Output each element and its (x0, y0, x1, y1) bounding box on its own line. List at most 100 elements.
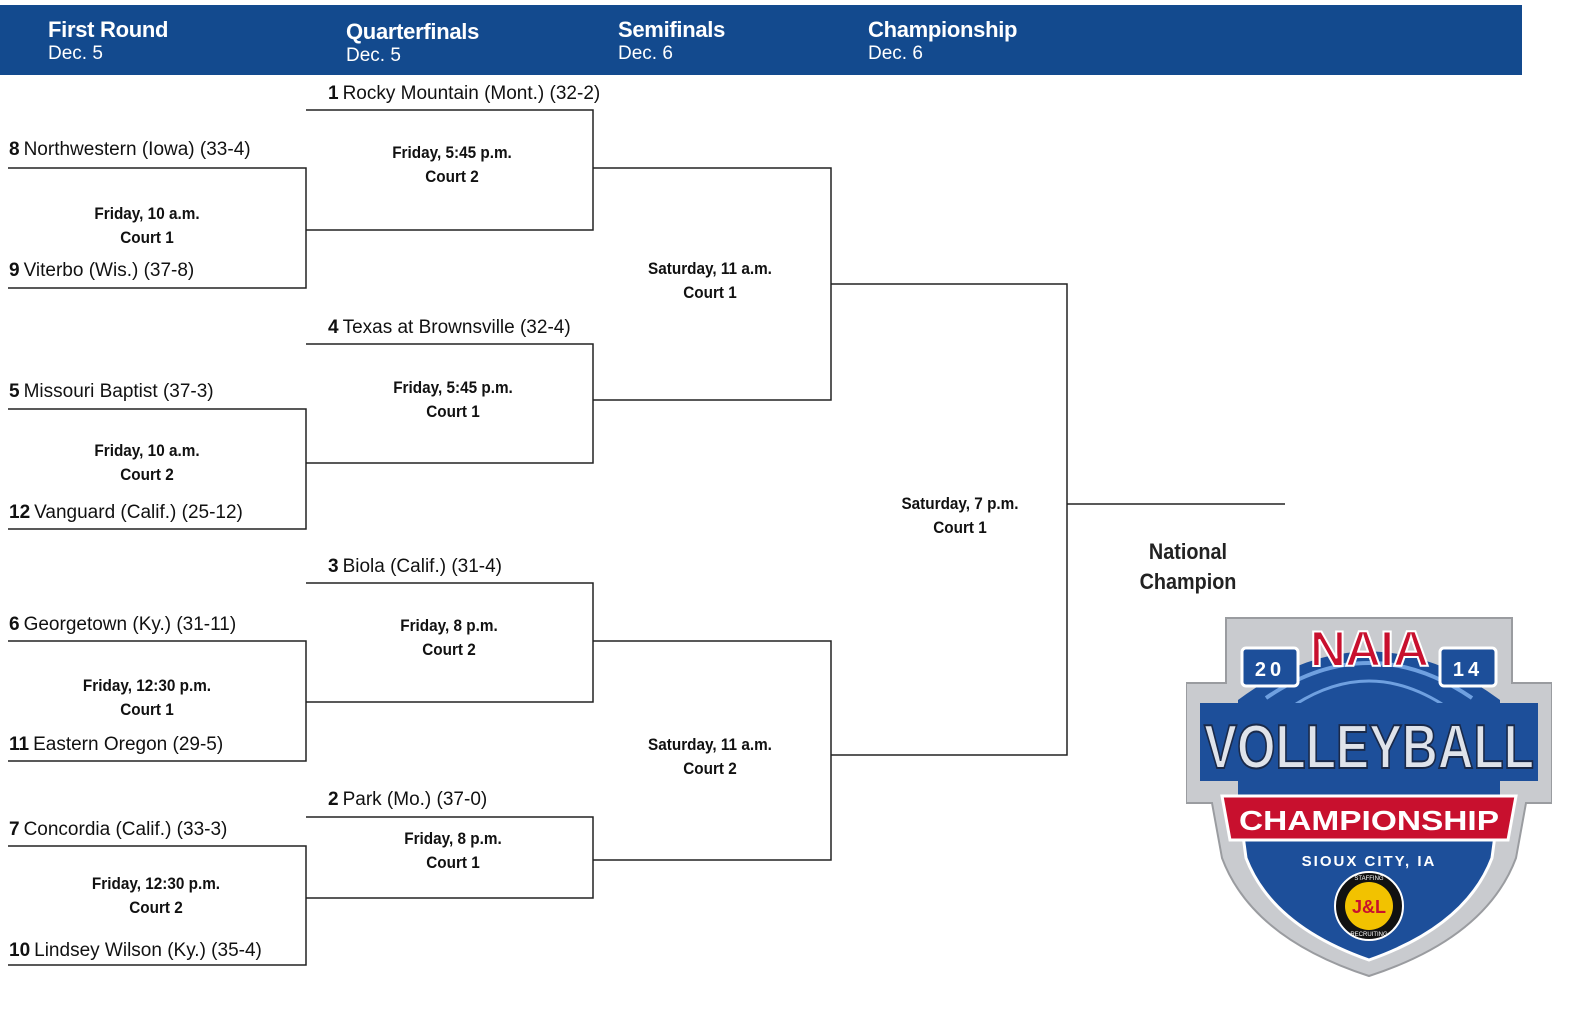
round-date: Dec. 5 (48, 43, 103, 64)
match-time: Friday, 5:45 p.m. (392, 143, 512, 162)
logo-volleyball-text: VOLLEYBALL (1204, 713, 1534, 782)
round-header-first: First Round Dec. 5 (48, 17, 168, 65)
team-seed: 5 (9, 381, 20, 402)
round-header-quarterfinals: Quarterfinals Dec. 5 (346, 19, 479, 67)
logo-year-tab (1240, 646, 1300, 688)
match-time: Friday, 8 p.m. (404, 829, 502, 848)
match-court: Court 2 (120, 465, 174, 484)
logo-sponsor-letters: J&L (1352, 897, 1386, 917)
team-name: Texas at Brownsville (32-4) (342, 317, 571, 338)
logo-year-left: 20 (1255, 659, 1285, 681)
team-seed: 4 (328, 317, 339, 338)
match-court: Court 1 (120, 700, 174, 719)
bracket-line (306, 582, 594, 703)
match-info: Friday, 8 p.m.Court 2 (359, 614, 539, 662)
team-name: Concordia (Calif.) (33-3) (23, 819, 228, 840)
logo-dome-arc (1295, 679, 1443, 706)
bracket-line (593, 640, 832, 861)
logo-naia-text: NAIA (1310, 621, 1428, 677)
match-time: Friday, 12:30 p.m. (91, 874, 221, 893)
round-date: Dec. 5 (346, 45, 401, 66)
logo-location-text: SIOUX CITY, IA (1302, 853, 1437, 870)
team-name: Northwestern (Iowa) (33-4) (23, 139, 251, 160)
round-title: Quarterfinals (346, 19, 480, 44)
bracket-line (306, 343, 594, 464)
match-court: Court 2 (683, 759, 737, 778)
match-info: Friday, 12:30 p.m. Court 2 (66, 872, 246, 920)
round-title: Championship (868, 17, 1018, 42)
logo-banner-text: CHAMPIONSHIP (1239, 805, 1499, 836)
team-name: Park (Mo.) (37-0) (342, 789, 488, 810)
logo-year-tab (1438, 646, 1498, 688)
match-info: Friday, 5:45 p.m.Court 1 (363, 376, 543, 424)
match-info: Friday, 8 p.m. Court 1 (363, 827, 543, 875)
match-court: Court 1 (683, 283, 737, 302)
team-seed: 2 (328, 789, 339, 810)
match-time: Friday, 10 a.m. (94, 204, 200, 223)
match-court: Court 2 (422, 640, 476, 659)
bracket-line (8, 408, 307, 530)
match-time: Friday, 5:45 p.m. (393, 378, 513, 397)
team-name: Georgetown (Ky.) (31-11) (23, 614, 237, 635)
round-title: First Round (48, 17, 169, 42)
bracket-line (306, 816, 594, 899)
team-seed: 6 (9, 614, 20, 635)
champion-label-line: National (1148, 539, 1228, 564)
round-header-semifinals: Semifinals Dec. 6 (618, 17, 725, 65)
logo-year-right: 14 (1453, 659, 1483, 681)
round-header-championship: Championship Dec. 6 (868, 17, 1017, 65)
naia-volleyball-championship-logo: 20 14 NAIA VOLLEYBALL CHAMPIONSHIP SIOUX… (1186, 617, 1552, 978)
team-seed: 1 (328, 83, 339, 104)
match-time: Friday, 12:30 p.m. (82, 676, 212, 695)
team-name: Missouri Baptist (37-3) (23, 381, 214, 402)
team-seed: 9 (9, 260, 20, 281)
match-info: Saturday, 11 a.m. Court 1 (620, 257, 800, 305)
round-date: Dec. 6 (618, 43, 673, 64)
team-name: Viterbo (Wis.) (37-8) (23, 260, 195, 281)
team-seed: 12 (9, 502, 31, 523)
match-court: Court 1 (120, 228, 174, 247)
bracket-line (8, 640, 307, 762)
logo-banner (1220, 794, 1518, 842)
match-info: Friday, 10 a.m. Court 1 (57, 202, 237, 250)
round-date: Dec. 6 (868, 43, 923, 64)
bracket-line (8, 845, 307, 966)
match-time: Saturday, 11 a.m. (648, 735, 772, 754)
team-seed: 10 (9, 940, 31, 961)
team-seed: 11 (9, 734, 30, 755)
team-name: Lindsey Wilson (Ky.) (35-4) (34, 940, 262, 961)
national-champion-label: National Champion (1125, 537, 1251, 597)
match-court: Court 2 (129, 898, 183, 917)
round-title: Semifinals (618, 17, 726, 42)
match-info: Saturday, 11 a.m. Court 2 (620, 733, 800, 781)
match-court: Court 1 (933, 518, 987, 537)
team-name: Biola (Calif.) (31-4) (342, 556, 503, 577)
match-info: Friday, 10 a.m.Court 2 (57, 439, 237, 487)
match-time: Saturday, 7 p.m. (901, 494, 1019, 513)
match-time: Saturday, 11 a.m. (648, 259, 772, 278)
logo-main-band (1200, 703, 1538, 781)
bracket-line (831, 283, 1068, 756)
match-court: Court 1 (426, 853, 480, 872)
header-bar (0, 5, 1522, 75)
logo-sponsor-top: STAFFING (1354, 876, 1384, 882)
match-court: Court 2 (425, 167, 479, 186)
champion-label-line: Champion (1139, 569, 1237, 594)
match-info: Friday, 12:30 p.m. Court 1 (57, 674, 237, 722)
team-name: Rocky Mountain (Mont.) (32-2) (342, 83, 601, 104)
team-seed: 7 (9, 819, 20, 840)
logo-sponsor-bottom: RECRUITING (1350, 932, 1388, 938)
team-seed: 8 (9, 139, 20, 160)
bracket-line (306, 109, 594, 231)
